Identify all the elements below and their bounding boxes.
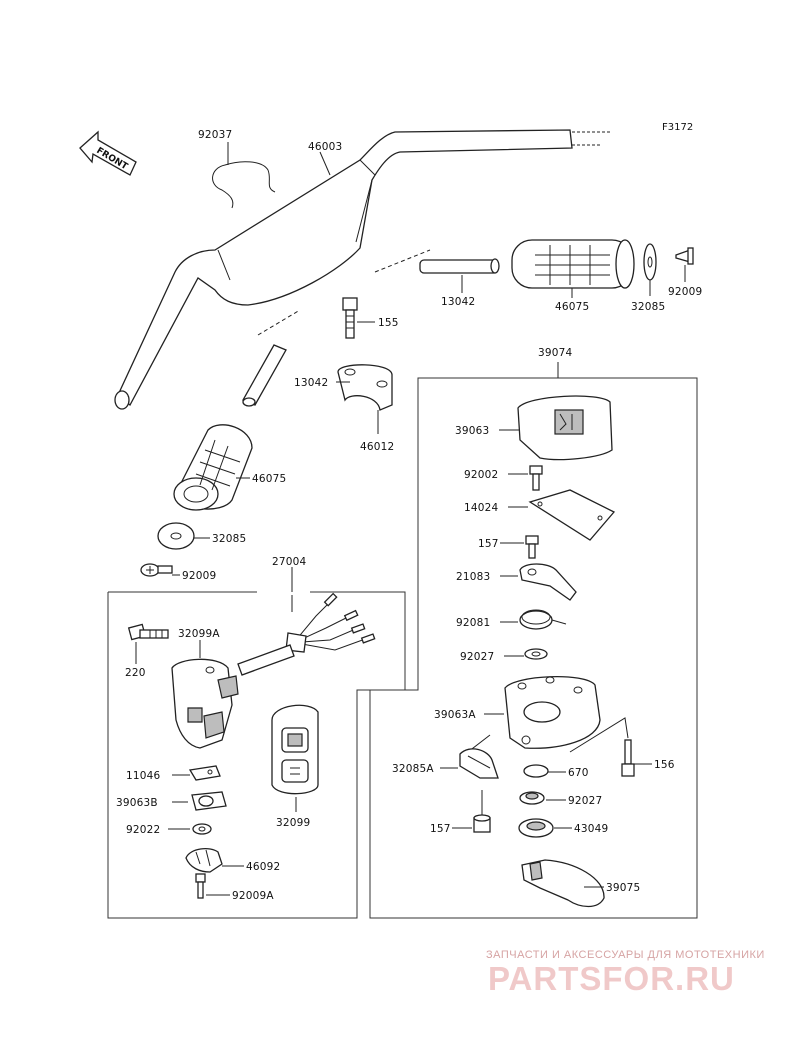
label-670: 670 (568, 767, 589, 779)
cover-39063 (517, 395, 613, 461)
label-14024: 14024 (464, 502, 499, 514)
label-39075: 39075 (606, 882, 640, 894)
label-92027-upper: 92027 (460, 651, 494, 663)
bolt-157-lower (473, 790, 491, 833)
clip-92037 (212, 161, 276, 209)
label-32099: 32099 (276, 817, 310, 829)
watermark-tagline: ЗАПЧАСТИ И АКСЕССУАРЫ ДЛЯ МОТОТЕХНИКИ (486, 949, 765, 961)
label-32085-upper: 32085 (631, 301, 665, 313)
label-46003: 46003 (308, 141, 342, 153)
label-13042-clamp: 13042 (294, 377, 328, 389)
label-39063: 39063 (455, 425, 489, 437)
label-92009A: 92009A (232, 890, 274, 902)
lever-46092 (185, 847, 223, 873)
switch-housing-32099A (171, 658, 239, 749)
label-155: 155 (378, 317, 399, 329)
o-ring-670 (523, 764, 549, 778)
label-39063A: 39063A (434, 709, 476, 721)
label-156: 156 (654, 759, 675, 771)
screw-92002 (529, 465, 543, 491)
switch-box-32099 (271, 704, 319, 795)
label-92009-upper: 92009 (668, 286, 702, 298)
label-32085-lower: 32085 (212, 533, 246, 545)
label-43049: 43049 (574, 823, 608, 835)
washer-32085-lower (157, 522, 195, 550)
front-arrow-icon: FRONT (79, 130, 137, 176)
washer-92022 (192, 823, 212, 835)
washer-32085-upper (643, 243, 657, 281)
label-92022: 92022 (126, 824, 160, 836)
label-46092: 46092 (246, 861, 280, 873)
label-27004: 27004 (272, 556, 307, 568)
throttle-assembly-box (369, 377, 698, 919)
label-157-upper: 157 (478, 538, 499, 550)
grip-46075-left (173, 424, 253, 511)
washer-92027-lower (519, 791, 545, 805)
label-92009-lower: 92009 (182, 570, 216, 582)
label-46075-left: 46075 (252, 473, 286, 485)
screw-92009A (195, 873, 206, 899)
left-switch-assembly-box (107, 591, 406, 919)
label-32085A: 32085A (392, 763, 434, 775)
label-92037: 92037 (198, 129, 232, 141)
clamp-46012 (337, 364, 393, 411)
grip-46075-right (511, 239, 635, 289)
spring-92081 (519, 609, 567, 630)
plate-32085A (459, 748, 499, 779)
watermark-brand: PARTSFOR.RU (488, 960, 735, 997)
screw-92009-lower (140, 563, 173, 577)
label-13042-upper: 13042 (441, 296, 475, 308)
inner-tube-left (242, 309, 301, 407)
bolt-156 (621, 739, 635, 777)
bracket-21083 (519, 563, 577, 601)
label-157-lower: 157 (430, 823, 451, 835)
lever-39075 (521, 859, 605, 908)
label-39063B: 39063B (116, 797, 158, 809)
throttle-housing-39063A (504, 675, 601, 749)
label-11046: 11046 (126, 770, 161, 782)
label-21083: 21083 (456, 571, 490, 583)
screw-92009-upper (675, 247, 694, 265)
label-39074: 39074 (538, 347, 573, 359)
label-46075-right: 46075 (555, 301, 589, 313)
label-92027-lower: 92027 (568, 795, 602, 807)
bracket-11046 (188, 765, 221, 781)
seal-43049 (518, 818, 554, 838)
figure-code: F3172 (662, 122, 693, 133)
label-32099A: 32099A (178, 628, 220, 640)
bolt-155 (342, 297, 358, 339)
handlebar-46003 (114, 129, 610, 410)
label-46012: 46012 (360, 441, 394, 453)
bolt-157-upper (525, 535, 539, 559)
bolt-220 (127, 623, 169, 641)
gasket-14024 (528, 489, 616, 541)
cover-39063B (191, 791, 227, 811)
label-92002: 92002 (464, 469, 498, 481)
throttle-tube-13042-upper (374, 249, 500, 274)
wire-harness-27004 (237, 592, 376, 676)
washer-92027-upper (524, 648, 548, 660)
label-220: 220 (125, 667, 146, 679)
label-92081: 92081 (456, 617, 490, 629)
